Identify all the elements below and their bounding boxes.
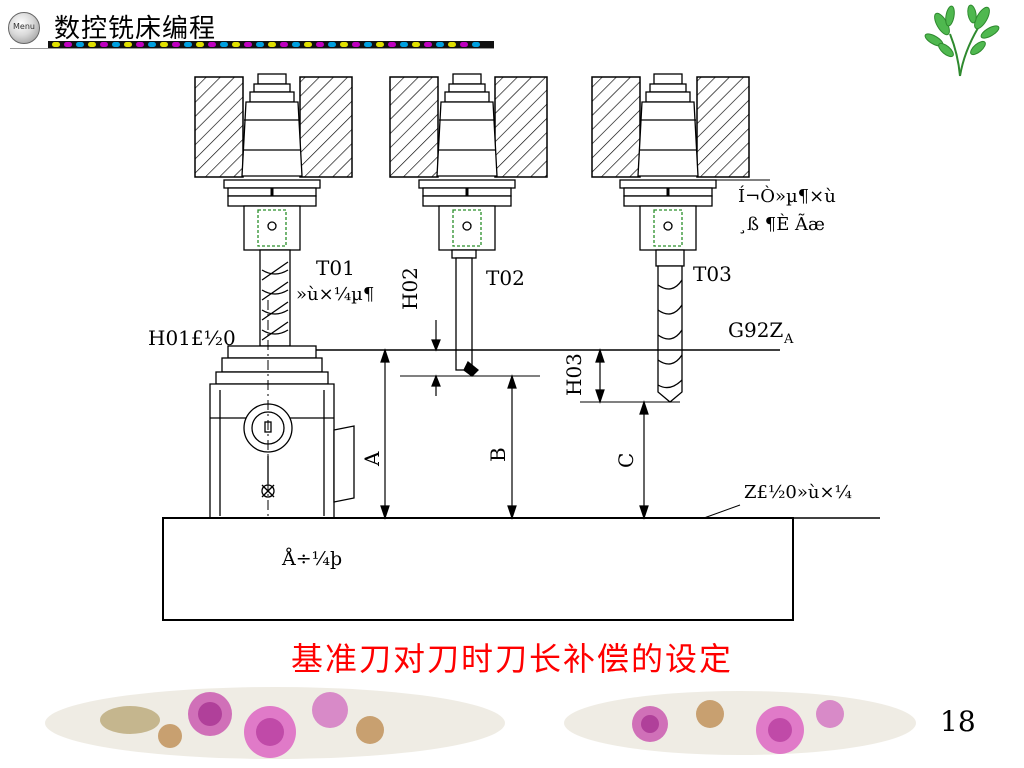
tool-holder-3	[619, 73, 717, 251]
tool-t02-boring-bar	[451, 249, 479, 377]
z-reference-label: Z£½0»ù×¼	[744, 482, 852, 503]
h01-label: H01£½0	[148, 326, 236, 350]
h02-label: H02	[398, 267, 422, 310]
t01-label: T01	[316, 256, 355, 280]
menu-button[interactable]: Menu	[8, 12, 40, 44]
spindle-housing-2	[389, 76, 548, 178]
spindle-note-line1: Í¬Ò»µ¶×ù	[738, 186, 836, 207]
rose-decoration-left-icon	[45, 687, 505, 759]
leaf-logo-icon	[924, 4, 1000, 77]
t01-note: »ù×¼µ¶	[296, 284, 375, 305]
slide-caption: 基准刀对刀时刀长补偿的设定	[290, 640, 733, 678]
dim-c-label: C	[614, 452, 638, 468]
header-rule	[10, 48, 494, 49]
dimension-c	[639, 400, 649, 520]
t02-label: T02	[486, 266, 525, 290]
rose-decoration-right-icon	[564, 691, 916, 755]
tool-t01-end-mill	[259, 249, 291, 347]
slide-header: Menu 数控铣床编程	[0, 0, 1024, 56]
spindle-housing-1	[194, 76, 353, 178]
menu-label: Menu	[13, 22, 35, 31]
spindle-housing-3	[591, 76, 750, 178]
g92-label: G92Z	[728, 318, 784, 342]
spindle-note-line2: ¸ß ¶È Ãæ	[738, 214, 825, 235]
h03-label: H03	[562, 353, 586, 396]
page-number: 18	[940, 705, 976, 738]
t03-label: T03	[693, 262, 732, 286]
dimension-a	[380, 348, 390, 520]
decorative-dot-strip	[52, 42, 492, 47]
tool-t03-drill	[655, 249, 685, 403]
tool-holder-1	[223, 73, 321, 251]
dim-a-label: A	[360, 451, 384, 466]
tool-setter-block	[209, 345, 355, 521]
dimension-h03	[595, 348, 605, 404]
tool-offset-diagram	[162, 73, 880, 621]
g92-subscript: A	[784, 332, 794, 347]
slide-title: 数控铣床编程	[54, 14, 217, 44]
workpiece-label: Å÷¼þ	[282, 548, 343, 570]
dimension-b	[507, 374, 517, 520]
tool-holder-2	[418, 73, 516, 251]
dim-b-label: B	[486, 447, 510, 462]
dimension-h02	[431, 320, 441, 396]
machine-table	[162, 517, 794, 621]
